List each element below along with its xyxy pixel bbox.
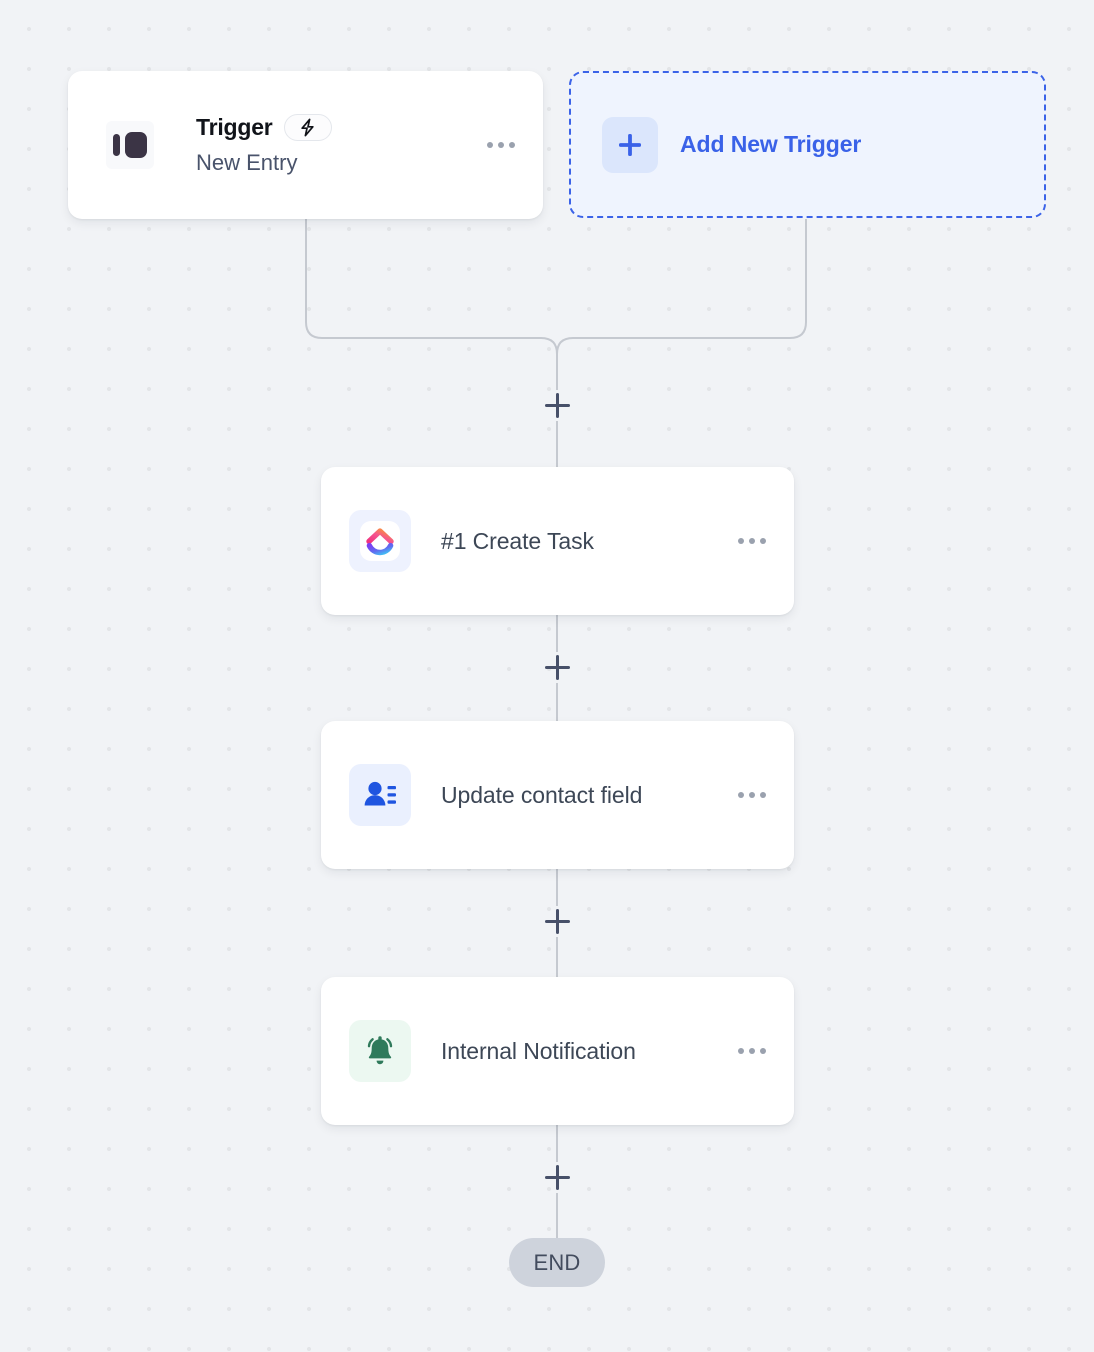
step-node-create-task[interactable]: #1 Create Task: [321, 467, 794, 615]
paperform-logo-icon: [106, 121, 154, 169]
add-step-button-merge[interactable]: [540, 388, 574, 422]
ellipsis-icon[interactable]: [485, 134, 517, 156]
step-node-internal-notification[interactable]: Internal Notification: [321, 977, 794, 1125]
trigger-subtitle: New Entry: [196, 150, 298, 176]
bell-ringing-icon: [349, 1020, 411, 1082]
add-new-trigger-button[interactable]: Add New Trigger: [569, 71, 1046, 218]
step-label: Update contact field: [441, 781, 643, 808]
lightning-bolt-icon: [283, 114, 332, 142]
plus-icon: [602, 116, 658, 173]
ellipsis-icon[interactable]: [736, 530, 768, 552]
end-badge: END: [509, 1238, 605, 1287]
ellipsis-icon[interactable]: [736, 784, 768, 806]
add-step-button-2[interactable]: [540, 904, 574, 938]
add-new-trigger-label: Add New Trigger: [680, 131, 862, 157]
add-step-button-3[interactable]: [540, 1160, 574, 1194]
add-step-button-1[interactable]: [540, 650, 574, 684]
contact-card-icon: [349, 764, 411, 826]
ellipsis-icon[interactable]: [736, 1040, 768, 1062]
trigger-title: Trigger: [196, 114, 273, 141]
step-label: Internal Notification: [441, 1037, 636, 1064]
clickup-logo-icon: [349, 510, 411, 572]
step-label: #1 Create Task: [441, 527, 594, 554]
trigger-node[interactable]: Trigger New Entry: [68, 71, 543, 219]
trigger-text-block: Trigger New Entry: [196, 114, 485, 175]
step-node-update-contact-field[interactable]: Update contact field: [321, 721, 794, 869]
